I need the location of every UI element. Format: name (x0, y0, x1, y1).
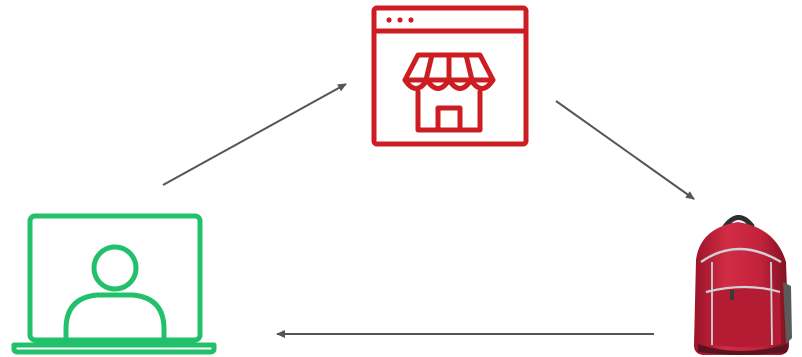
laptop-user-icon (11, 213, 217, 355)
arrow-customer-to-store (162, 83, 347, 186)
backpack-icon (694, 215, 792, 355)
arrow-store-to-product (555, 100, 695, 200)
online-store-icon (371, 5, 529, 147)
